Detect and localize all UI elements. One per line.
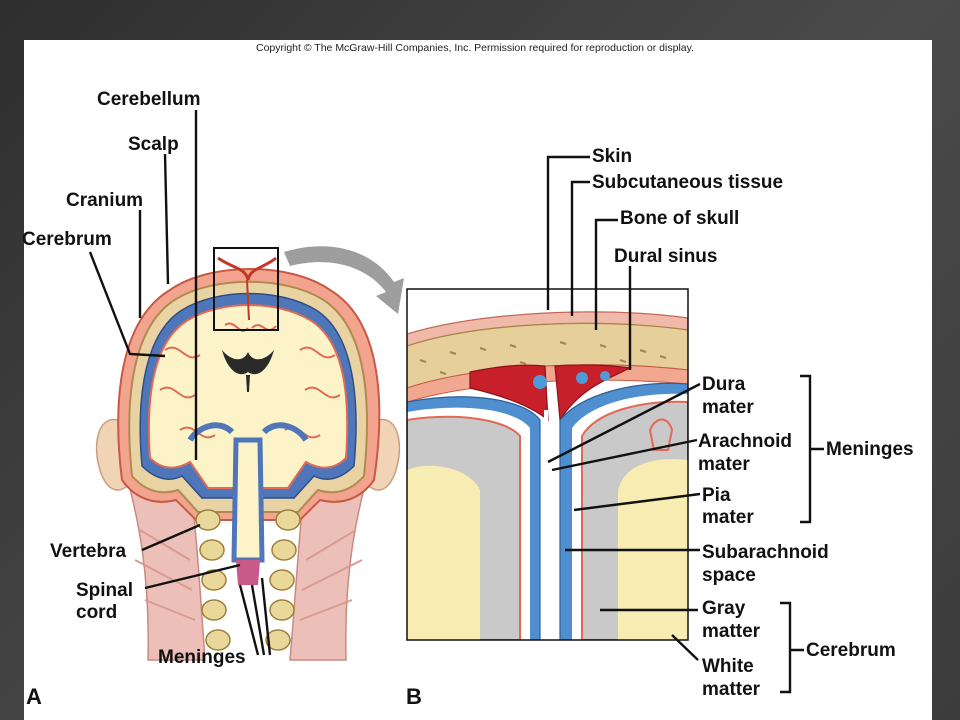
ventricles: [222, 350, 274, 375]
label-pia-mater-2: mater: [702, 507, 754, 528]
label-cerebrum-b: Cerebrum: [806, 640, 896, 661]
label-cerebrum-a: Cerebrum: [22, 229, 112, 250]
head-cross-section: [95, 247, 401, 661]
label-dura-mater-1: Dura: [702, 374, 746, 395]
label-dural-sinus: Dural sinus: [614, 246, 717, 267]
label-spinal-cord-1: Spinal: [76, 580, 133, 601]
label-subarachnoid-space-1: Subarachnoid: [702, 542, 829, 563]
label-vertebra: Vertebra: [50, 541, 126, 562]
panel-a-leaders: [88, 110, 272, 656]
panel-b-leaders: [546, 155, 824, 694]
muscle-fibers: [134, 529, 363, 621]
panel-letter-a: A: [26, 684, 42, 709]
copyright-text: Copyright © The McGraw-Hill Companies, I…: [256, 42, 694, 54]
label-subarachnoid-space-2: space: [702, 565, 756, 586]
spinal-cord: [231, 437, 265, 563]
label-meninges-a: Meninges: [158, 647, 246, 668]
spinal-meninges: [236, 560, 260, 585]
label-meninges-b: Meninges: [826, 439, 914, 460]
label-skin: Skin: [592, 146, 632, 167]
label-subcutaneous-tissue: Subcutaneous tissue: [592, 172, 783, 193]
label-gray-matter-2: matter: [702, 621, 761, 642]
label-arachnoid-mater-2: mater: [698, 454, 750, 475]
label-cranium: Cranium: [66, 190, 143, 211]
label-pia-mater-1: Pia: [702, 485, 731, 506]
magnify-arrow: [284, 246, 404, 314]
label-dura-mater-2: mater: [702, 397, 754, 418]
vertebrae: [195, 509, 301, 651]
label-white-matter-1: White: [702, 656, 754, 677]
label-arachnoid-mater-1: Arachnoid: [698, 431, 792, 452]
magnified-section: [406, 288, 689, 641]
magnified-region-box: [213, 247, 279, 331]
label-gray-matter-1: Gray: [702, 598, 746, 619]
label-spinal-cord-2: cord: [76, 602, 117, 623]
label-cerebellum: Cerebellum: [97, 89, 200, 110]
panel-letter-b: B: [406, 684, 422, 709]
label-scalp: Scalp: [128, 134, 179, 155]
brain: [147, 304, 349, 489]
label-bone-of-skull: Bone of skull: [620, 208, 739, 229]
label-white-matter-2: matter: [702, 679, 761, 700]
